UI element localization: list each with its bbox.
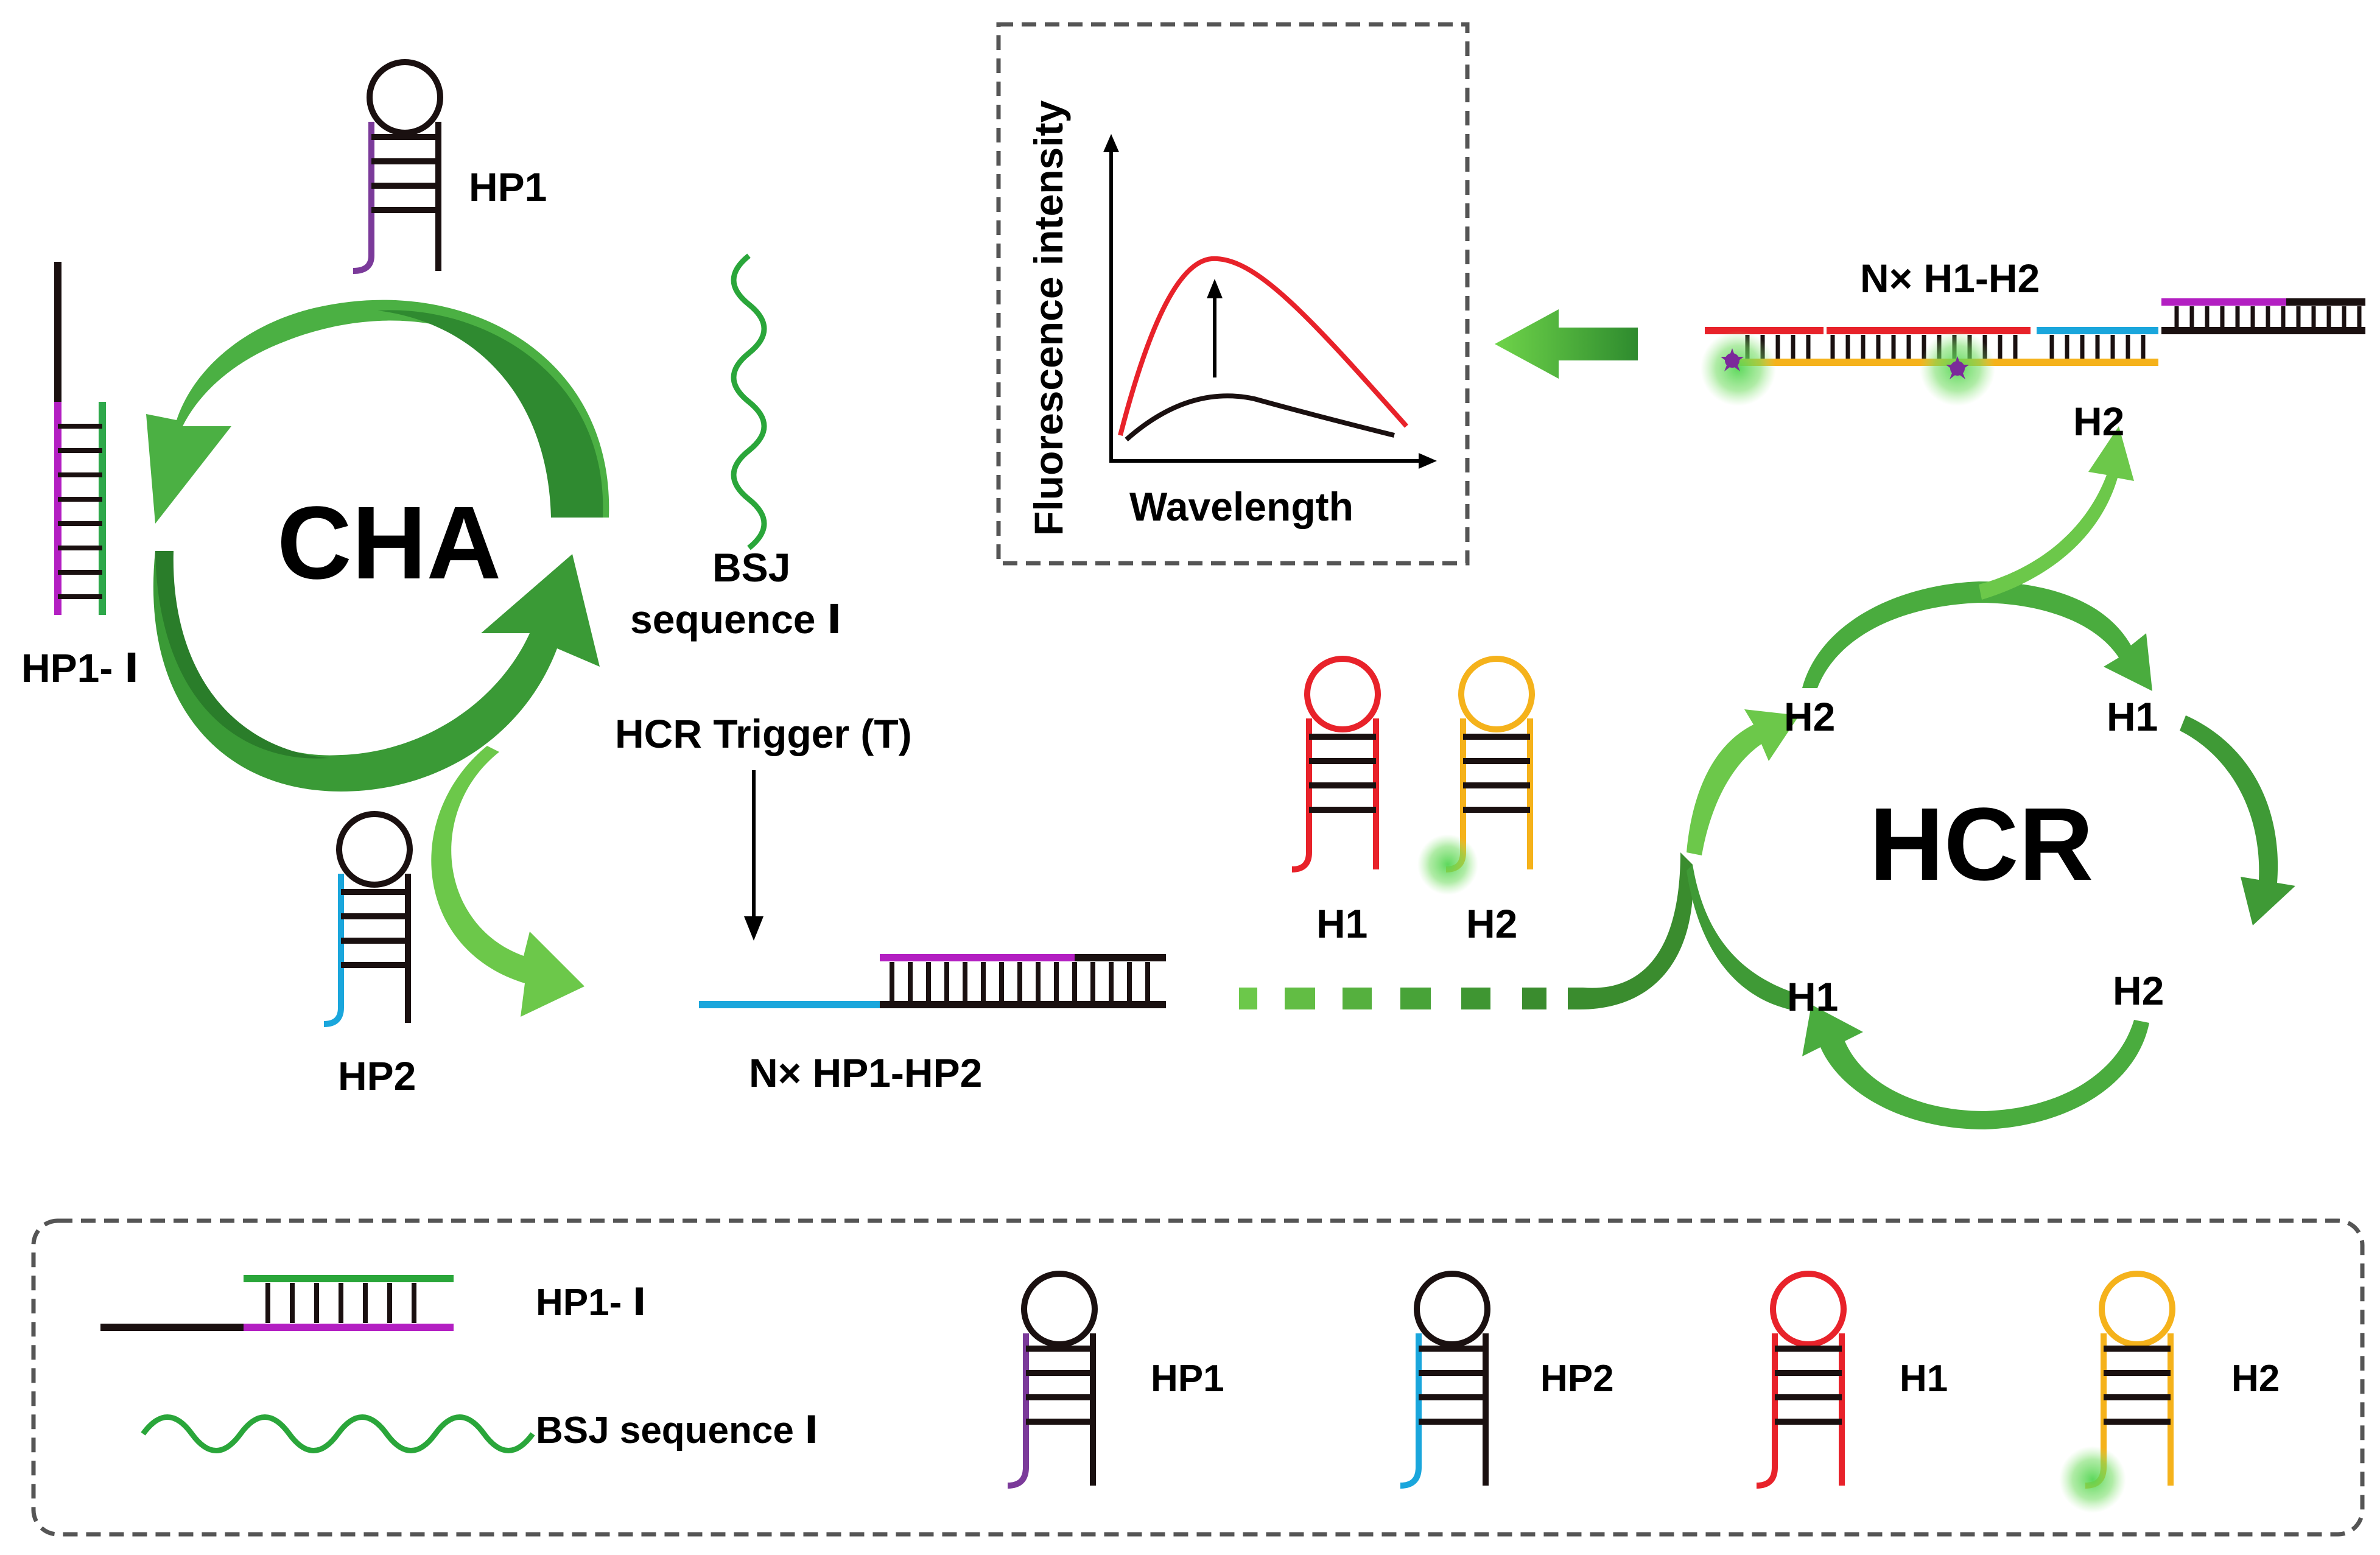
cycle-h1-top-right: H1 — [2107, 694, 2158, 739]
hp1-i-label: HP1- Ⅰ — [21, 645, 139, 690]
legend-box — [31, 1218, 2365, 1537]
fluorescence-inset-chart: Wavelength Fluorescence intensity — [1026, 100, 1437, 536]
inset-x-arrowhead — [1419, 453, 1437, 469]
h2-product-label: H2 — [2073, 399, 2124, 444]
legend-h2-label: H2 — [2231, 1358, 2280, 1400]
hp1-i-duplex-vertical — [54, 262, 106, 615]
h1-mid-label: H1 — [1316, 901, 1367, 946]
hp1-hp2-duplex — [699, 954, 1166, 1008]
fluorophore-glow — [1417, 834, 1478, 895]
hp1-hairpin — [353, 59, 443, 274]
cycle-h2-top-left: H2 — [1784, 694, 1835, 739]
legend-bsj-wave — [141, 1414, 535, 1453]
hp2-hairpin — [323, 811, 413, 1027]
legend-h2-hairpin — [2059, 1271, 2175, 1513]
legend-h1-label: H1 — [1900, 1358, 1948, 1400]
n-hp1-hp2-label: N× HP1-HP2 — [749, 1050, 982, 1095]
h1-h2-polymer — [1701, 298, 2365, 406]
quencher-star-1 — [1721, 348, 1744, 371]
cycle-h1-bottom-left: H1 — [1787, 974, 1838, 1019]
trigger-arrow — [744, 770, 763, 941]
cha-label: CHA — [277, 485, 501, 601]
hcr-cycle-arrows — [1687, 426, 2295, 1129]
inset-x-label: Wavelength — [1129, 484, 1353, 529]
legend-hp2-hairpin — [1400, 1271, 1490, 1489]
cha-cycle-arrows — [146, 300, 609, 1017]
bsj-sequence-wave-vertical — [731, 253, 767, 550]
legend-hp1-i-duplex — [100, 1275, 454, 1331]
bsj-label: BSJ — [712, 545, 790, 590]
legend-hp2-label: HP2 — [1540, 1358, 1614, 1400]
legend-hp1-hairpin — [1007, 1271, 1098, 1489]
quencher-star-2 — [1946, 356, 1969, 379]
legend-fluorophore-glow — [2059, 1446, 2126, 1513]
hp1-label: HP1 — [469, 164, 547, 209]
hcr-trigger-label: HCR Trigger (T) — [615, 711, 912, 756]
n-h1-h2-label: N× H1-H2 — [1860, 256, 2040, 301]
cycle-h2-bottom-right: H2 — [2113, 968, 2164, 1013]
h1-hairpin-mid — [1291, 656, 1381, 872]
legend-h1-hairpin — [1756, 1271, 1847, 1489]
h2-hairpin-mid — [1417, 656, 1535, 895]
legend-bsj-label: BSJ sequence Ⅰ — [536, 1409, 818, 1451]
dashed-green-connector — [1239, 852, 1693, 1010]
inset-curve-high — [1118, 256, 1408, 436]
bsj-sequence-label: sequence Ⅰ — [630, 597, 841, 642]
legend-hp1-label: HP1 — [1151, 1358, 1224, 1400]
inset-curve-low — [1125, 393, 1395, 441]
hcr-label: HCR — [1869, 787, 2093, 902]
inset-chart-box — [996, 22, 1470, 566]
inset-increase-arrowhead — [1207, 279, 1223, 298]
h2-mid-label: H2 — [1466, 901, 1517, 946]
product-to-chart-arrow — [1495, 309, 1638, 379]
inset-y-label: Fluorescence intensity — [1026, 100, 1071, 536]
inset-y-arrowhead — [1103, 134, 1119, 152]
legend-hp1-i-label: HP1- Ⅰ — [536, 1282, 647, 1324]
hp2-label: HP2 — [338, 1053, 416, 1098]
